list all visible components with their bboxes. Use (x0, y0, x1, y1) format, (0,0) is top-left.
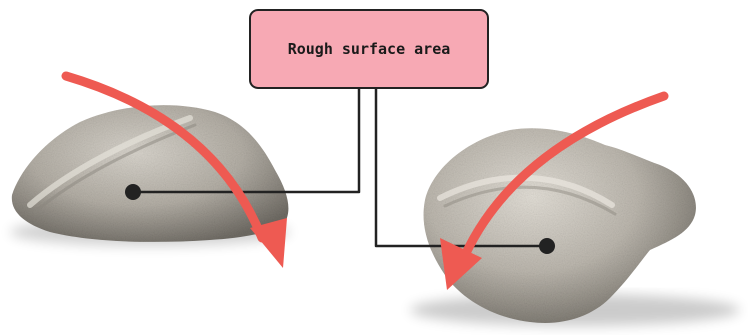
callout-label: Rough surface area (288, 40, 451, 58)
callout-box: Rough surface area (249, 9, 489, 89)
left-rock (10, 105, 290, 246)
leader-dot-right (539, 238, 555, 254)
right-rock (410, 128, 740, 326)
leader-dot-left (125, 184, 141, 200)
